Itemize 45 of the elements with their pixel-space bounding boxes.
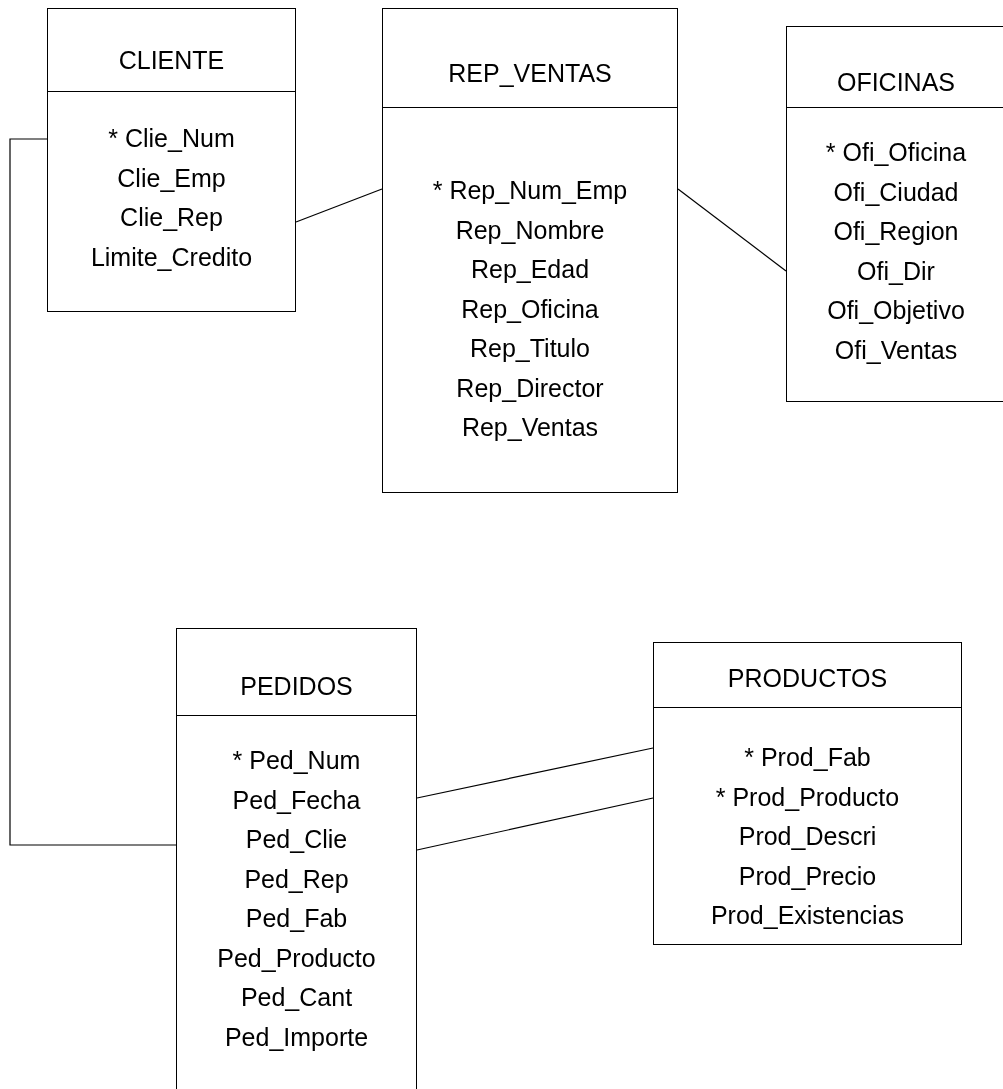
field-name: Ofi_Region (833, 216, 959, 247)
relationship-line (295, 188, 383, 223)
table-box (176, 628, 417, 1089)
field-name: * Prod_Fab (744, 742, 871, 773)
field-name: Rep_Nombre (455, 214, 605, 246)
field-name: Rep_Ventas (461, 412, 599, 443)
field-name: Ofi_Objetivo (827, 295, 965, 326)
table-box (382, 8, 678, 493)
field-name: Ofi_Ventas (834, 334, 958, 366)
relationship-line (416, 747, 654, 799)
field-name: * Rep_Num_Emp (432, 175, 628, 206)
field-name: Limite_Credito (90, 241, 253, 273)
field-name: Ped_Fab (245, 903, 348, 934)
field-name: Ped_Rep (244, 863, 349, 895)
field-name: Ped_Importe (224, 1021, 369, 1053)
field-name: * Prod_Producto (715, 781, 900, 813)
field-name: Clie_Emp (117, 162, 226, 194)
field-name: Ofi_Dir (857, 255, 935, 287)
field-name: * Ofi_Oficina (825, 137, 967, 168)
table-box (653, 642, 962, 945)
table-box (786, 26, 1003, 402)
field-name: Ofi_Ciudad (833, 176, 959, 208)
table-box (47, 8, 296, 312)
field-name: Ped_Cant (240, 982, 353, 1013)
table-name: OFICINAS (835, 67, 957, 97)
table-name: CLIENTE (117, 45, 226, 75)
field-name: Prod_Precio (738, 860, 877, 892)
field-name: Rep_Edad (470, 254, 590, 285)
field-name: Rep_Director (456, 372, 604, 404)
field-name: * Ped_Num (232, 745, 361, 776)
field-name: Prod_Descri (738, 821, 877, 852)
field-name: * Clie_Num (108, 123, 235, 154)
field-name: Ped_Fecha (232, 784, 361, 816)
field-name: Clie_Rep (120, 202, 223, 233)
field-name: Rep_Oficina (461, 293, 599, 325)
field-name: Prod_Existencias (710, 900, 905, 931)
field-name: Ped_Clie (245, 824, 348, 855)
table-name: PRODUCTOS (726, 663, 889, 693)
field-name: Ped_Producto (217, 942, 376, 974)
relationship-line (416, 797, 654, 851)
table-name: PEDIDOS (239, 671, 354, 701)
table-name: REP_VENTAS (447, 58, 613, 88)
field-name: Rep_Titulo (470, 333, 590, 364)
relationship-line (9, 138, 177, 846)
relationship-line (677, 188, 787, 272)
